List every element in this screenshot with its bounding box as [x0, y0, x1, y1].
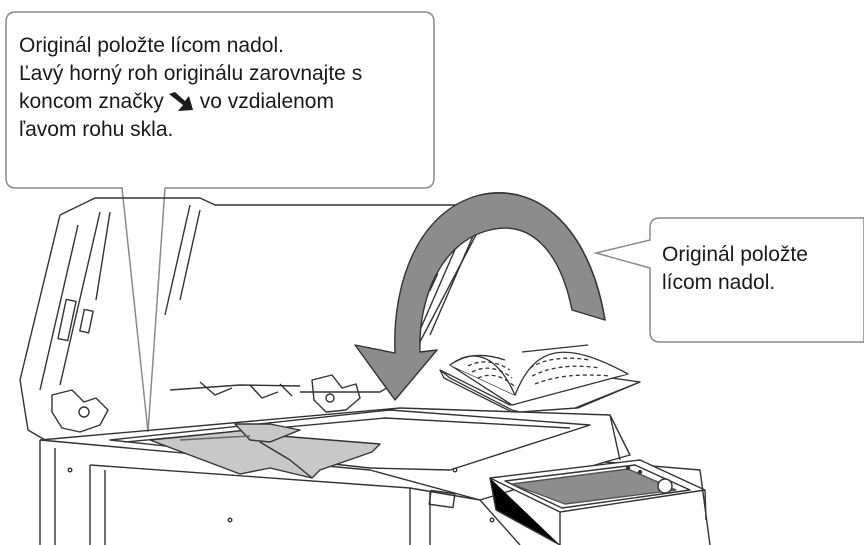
callout-book-bubble: [593, 217, 864, 343]
curved-arrow-icon: [354, 192, 606, 401]
home-button: [657, 478, 673, 494]
document-on-glass: [149, 423, 381, 479]
callout-book-line-2: lícom nadol.: [662, 271, 776, 294]
callout-main-line-3-end: vo vzdialenom: [199, 90, 334, 113]
callout-main-line-3-start: koncom značky: [19, 90, 164, 113]
control-panel: [489, 459, 707, 545]
corner-arrow-icon: [168, 92, 193, 111]
callout-main-bubble: [5, 11, 435, 433]
callout-main-line-4: ľavom rohu skla.: [19, 118, 174, 141]
touch-screen: [511, 468, 677, 505]
callout-main-line-2: Ľavý horný roh originálu zarovnajte s: [19, 62, 363, 85]
callout-main-text: Originál položte lícom nadol. Ľavý horný…: [19, 32, 362, 144]
callout-book-text: Originál položte lícom nadol.: [662, 241, 808, 297]
callout-main-line-1: Originál položte lícom nadol.: [19, 34, 284, 57]
callout-main-line-3: koncom značky vo vzdialenom: [19, 88, 362, 116]
callout-book-line-1: Originál položte: [662, 243, 808, 266]
open-book-icon: [439, 344, 641, 413]
